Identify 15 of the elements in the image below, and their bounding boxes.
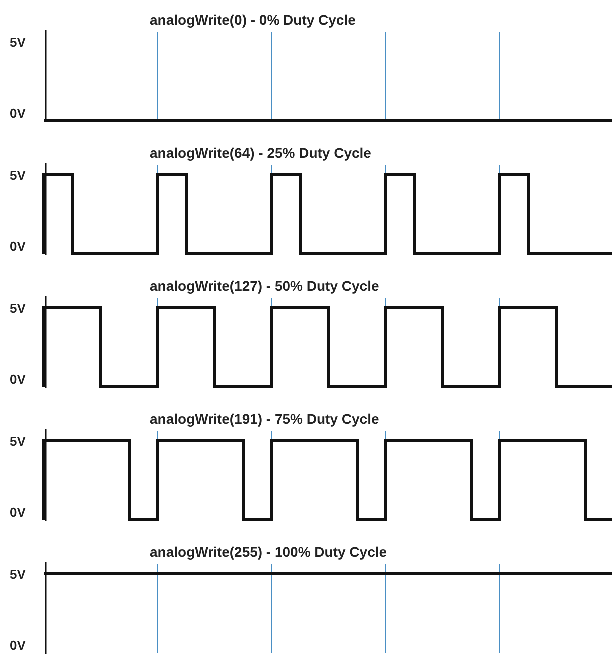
voltage-label: 0V [10,373,26,386]
voltage-label: 0V [10,240,26,253]
voltage-label: 5V [10,568,26,581]
waveform-title: analogWrite(64) - 25% Duty Cycle [150,144,372,163]
waveform-title: analogWrite(191) - 75% Duty Cycle [150,410,380,429]
voltage-label: 0V [10,506,26,519]
voltage-label: 5V [10,302,26,315]
voltage-label: 0V [10,107,26,120]
waveform-title: analogWrite(127) - 50% Duty Cycle [150,277,380,296]
voltage-label: 0V [10,639,26,652]
voltage-label: 5V [10,169,26,182]
waveform-title: analogWrite(0) - 0% Duty Cycle [150,11,356,30]
voltage-label: 5V [10,36,26,49]
waveform-title: analogWrite(255) - 100% Duty Cycle [150,543,388,562]
voltage-label: 5V [10,435,26,448]
